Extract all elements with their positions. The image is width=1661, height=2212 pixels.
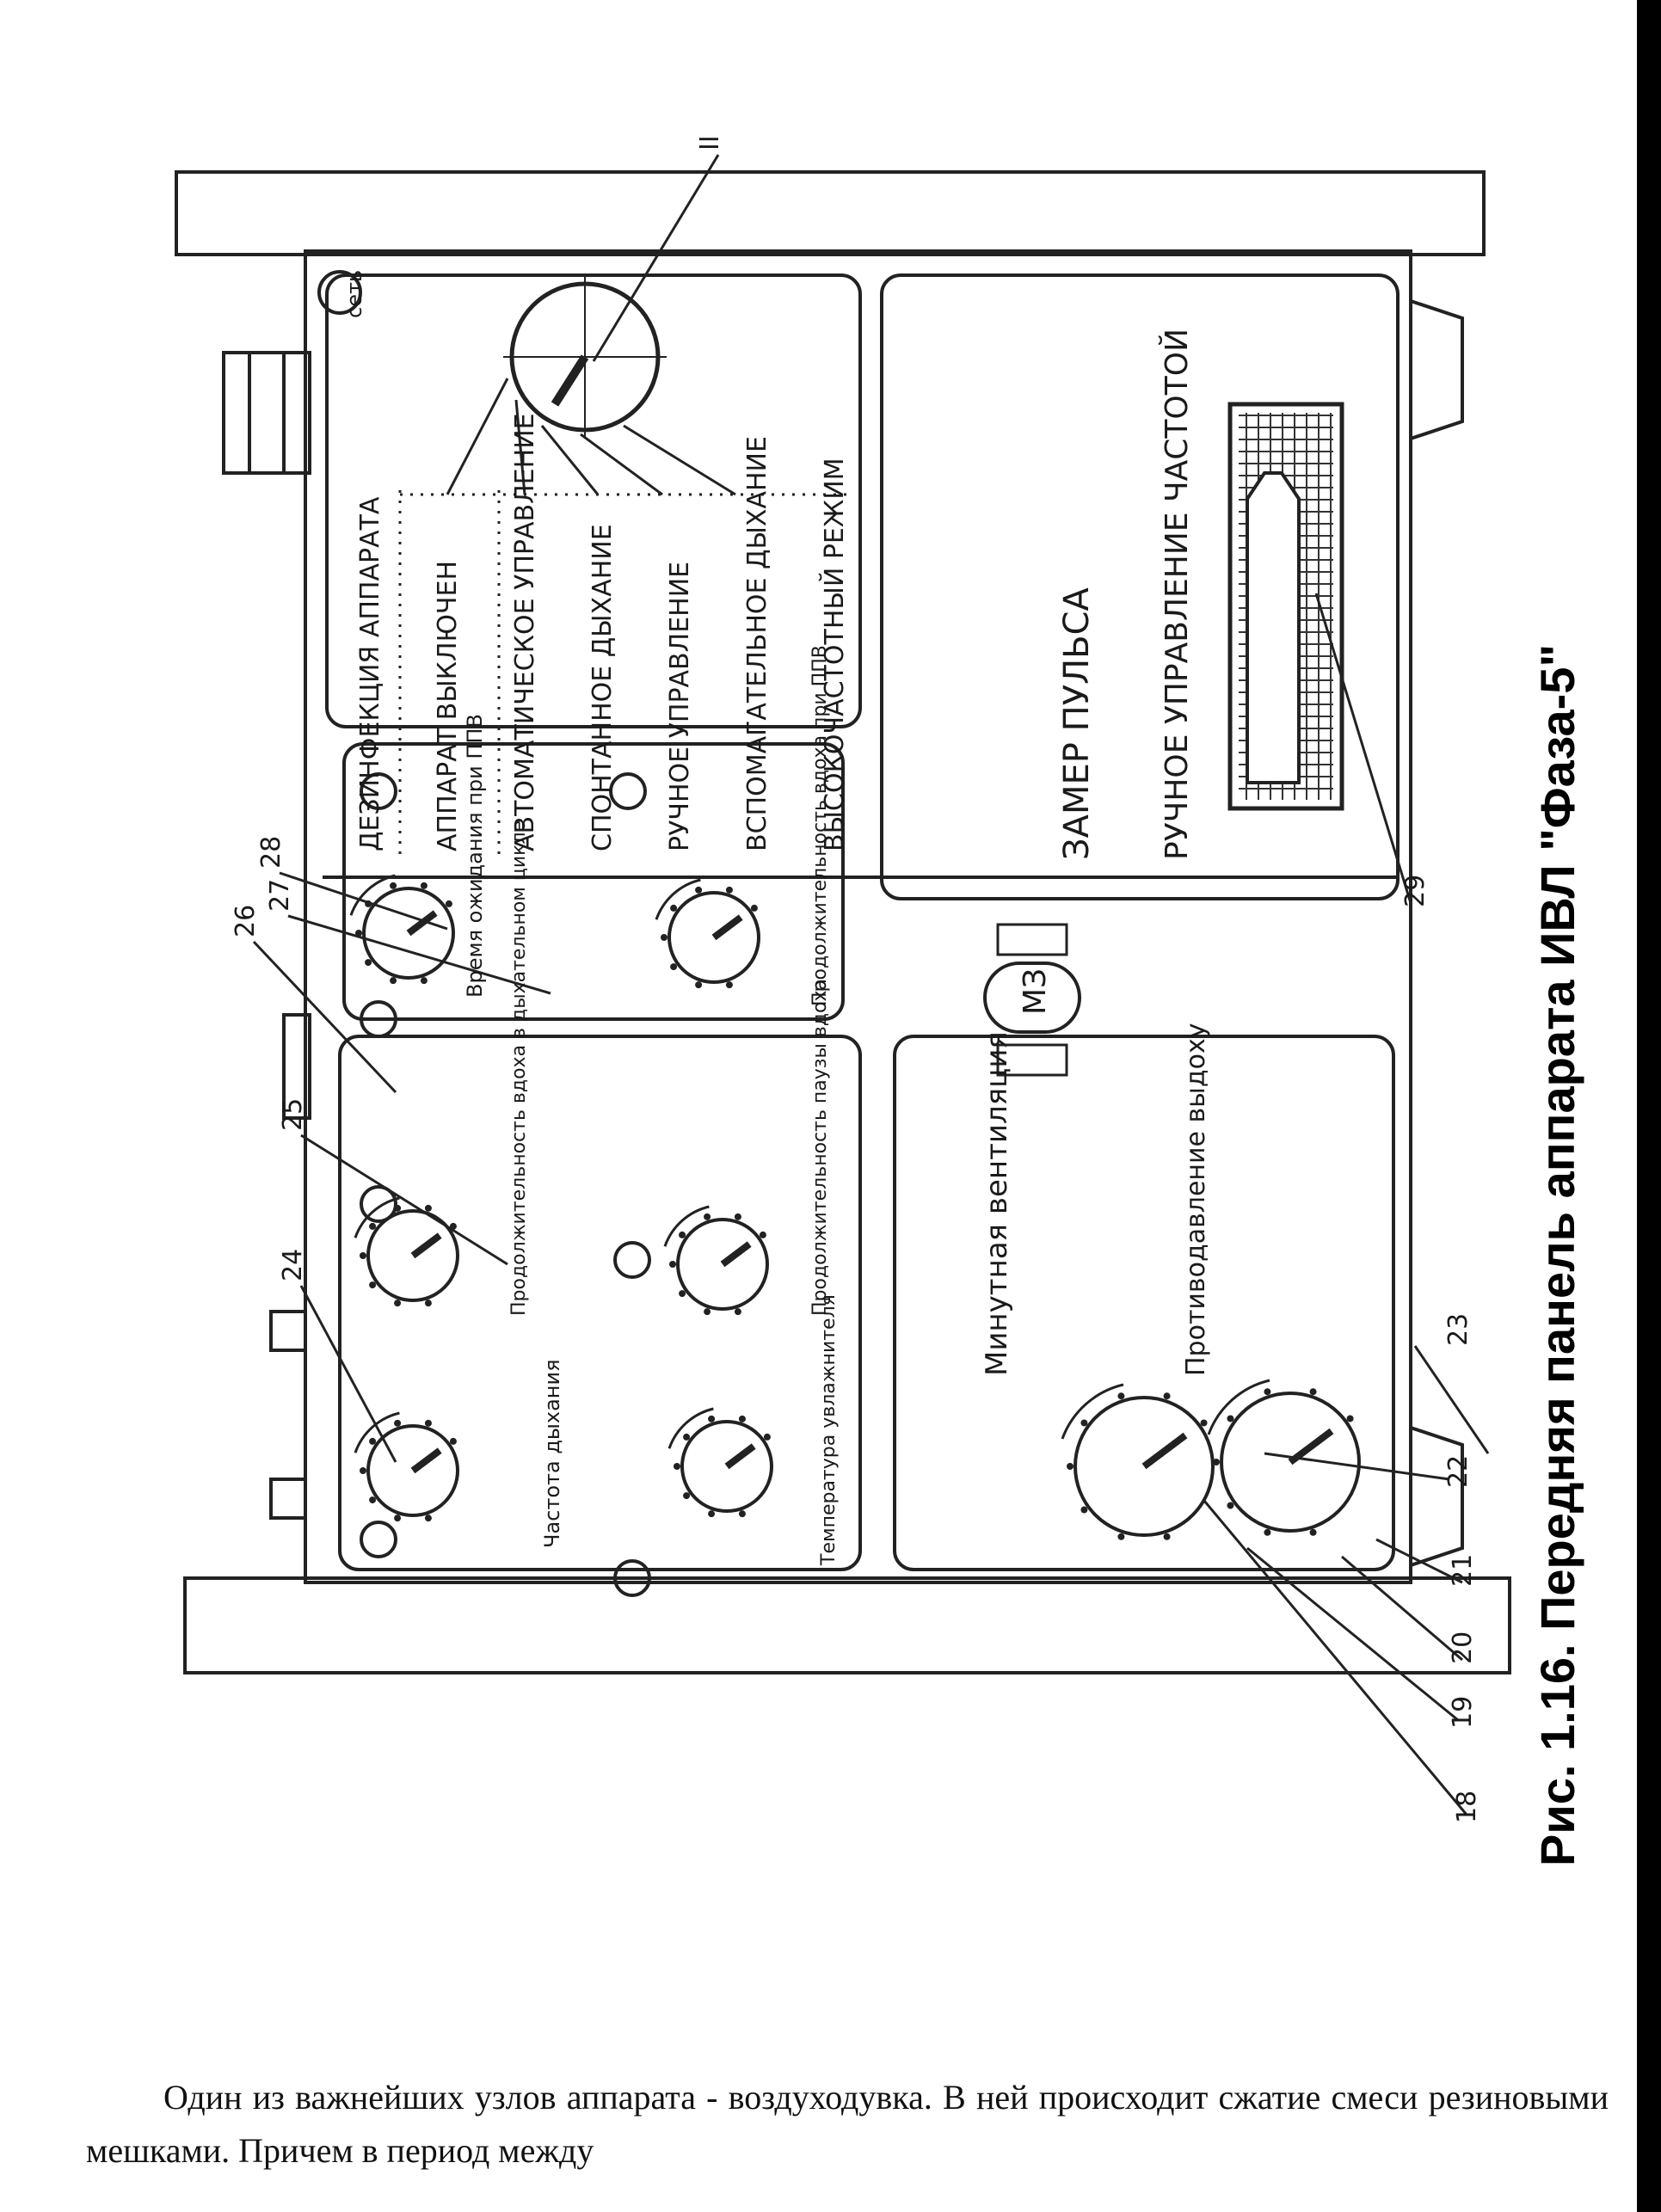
figure-caption: Рис. 1.16. Передняя панель аппарата ИВЛ … [1530, 644, 1584, 1866]
breathing-controls-panel [338, 1035, 862, 1571]
knob-27[interactable] [655, 878, 760, 989]
mode-guide-lines [398, 490, 847, 860]
manufacturer-logo [983, 923, 1081, 1077]
callout-23: 23 [1443, 1313, 1473, 1346]
label-k19: Минутная вентиляция [980, 1031, 1014, 1376]
knob-19[interactable] [1061, 1383, 1215, 1540]
mode-label-3: СПОНТАННОЕ ДЫХАНИЕ [588, 524, 618, 851]
knob-20[interactable] [667, 1407, 773, 1518]
pulse-panel [880, 273, 1400, 900]
callout-19: 19 [1448, 1696, 1478, 1729]
mode-label-2: АВТОМАТИЧЕСКОЕ УПРАВЛЕНИЕ [510, 413, 540, 851]
callout-18: 18 [1452, 1791, 1482, 1823]
callout-29: 29 [1400, 875, 1430, 907]
mode-label-0: ДЕЗИНФЕКЦИЯ АППАРАТА [355, 496, 385, 851]
label-k23: Частота дыхания [540, 1359, 564, 1548]
label-k20: Температура увлажнителя [818, 1294, 840, 1566]
callout-27: 27 [265, 879, 295, 912]
ppv-panel [342, 742, 845, 1021]
callout-26: 26 [231, 905, 261, 937]
mode-guide-spokes [446, 378, 736, 496]
network-label: сеть [342, 270, 366, 318]
label-k27: Продолжительность вдоха при ППВ [809, 645, 831, 1006]
indicator-lamps [317, 270, 651, 1597]
callout-20: 20 [1448, 1631, 1478, 1664]
ventilation-panel [893, 1035, 1395, 1571]
label-k25: Продолжительность паузы вдоха [809, 979, 831, 1316]
scan-edge [1637, 0, 1661, 2212]
callout-II: II [695, 135, 725, 151]
label-k24: Продолжительность вдоха в дыхательном ци… [508, 820, 530, 1316]
body-paragraph-text: Один из важнейших узлов аппарата - возду… [86, 2078, 1609, 2170]
callout-21: 21 [1448, 1554, 1478, 1587]
callout-28: 28 [256, 836, 286, 869]
callout-24: 24 [278, 1249, 308, 1281]
mode-label-5: ВСПОМАГАТЕЛЬНОЕ ДЫХАНИЕ [742, 436, 772, 851]
pulse-meter [1227, 402, 1344, 811]
mode-selector-panel [325, 273, 862, 728]
mode-label-1: АППАРАТ ВЫКЛЮЧЕН [433, 561, 463, 851]
mode-selector-dial[interactable] [503, 275, 667, 439]
pulse-subtitle: РУЧНОЕ УПРАВЛЕНИЕ ЧАСТОТОЙ [1159, 329, 1195, 860]
knob-25[interactable] [663, 1205, 769, 1316]
knob-23[interactable] [354, 1411, 459, 1522]
callout-22: 22 [1443, 1455, 1473, 1488]
label-k18: Противодавление выдоху [1181, 1023, 1211, 1376]
mode-label-4: РУЧНОЕ УПРАВЛЕНИЕ [665, 562, 695, 851]
leader-lines [252, 154, 1490, 1816]
knob-18[interactable] [1207, 1379, 1361, 1536]
callout-25: 25 [278, 1098, 308, 1131]
housing-outline [175, 170, 1511, 1674]
knob-24[interactable] [354, 1196, 459, 1307]
logo-text: МЗ [1018, 968, 1053, 1015]
knob-group [349, 874, 1361, 1540]
pulse-title: ЗАМЕР ПУЛЬСА [1057, 587, 1097, 860]
knob-26[interactable] [349, 874, 455, 985]
label-k26: Время ожидания при ППВ [463, 714, 487, 998]
body-paragraph: Один из важнейших узлов аппарата - возду… [86, 2071, 1609, 2178]
mode-label-6: ВЫСОКОЧАСТОТНЫЙ РЕЖИМ [819, 458, 850, 851]
